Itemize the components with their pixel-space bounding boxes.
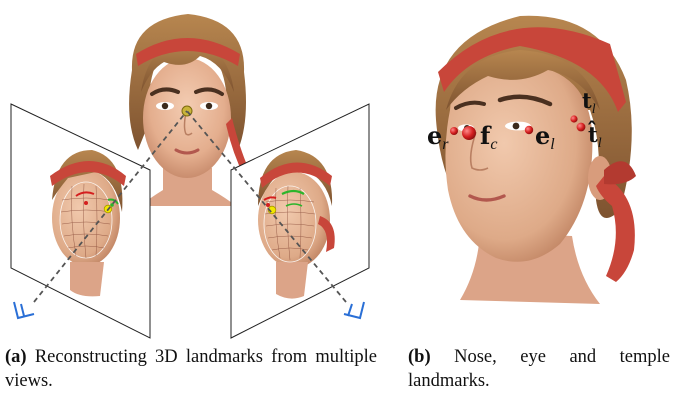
caption-b: (b) Nose, eye and temple landmarks. (408, 345, 670, 393)
landmark-that-l (577, 123, 586, 132)
caption-a-text: Reconstructing 3D landmarks from multipl… (5, 347, 377, 391)
caption-a: (a) Reconstructing 3D landmarks from mul… (5, 345, 377, 393)
panel-a (11, 14, 369, 338)
caption-b-tag: (b) (408, 347, 431, 367)
caption-a-tag: (a) (5, 347, 27, 367)
landmark-e-l (525, 126, 533, 134)
landmark-t-l (570, 115, 577, 122)
caption-b-text: Nose, eye and temple landmarks. (408, 347, 670, 391)
panel-b: er fc el tl t̂l (427, 16, 636, 304)
camera-right-icon (344, 302, 364, 318)
camera-left-icon (14, 302, 34, 318)
landmark-e-r (450, 127, 458, 135)
landmark-f-c (462, 126, 476, 140)
